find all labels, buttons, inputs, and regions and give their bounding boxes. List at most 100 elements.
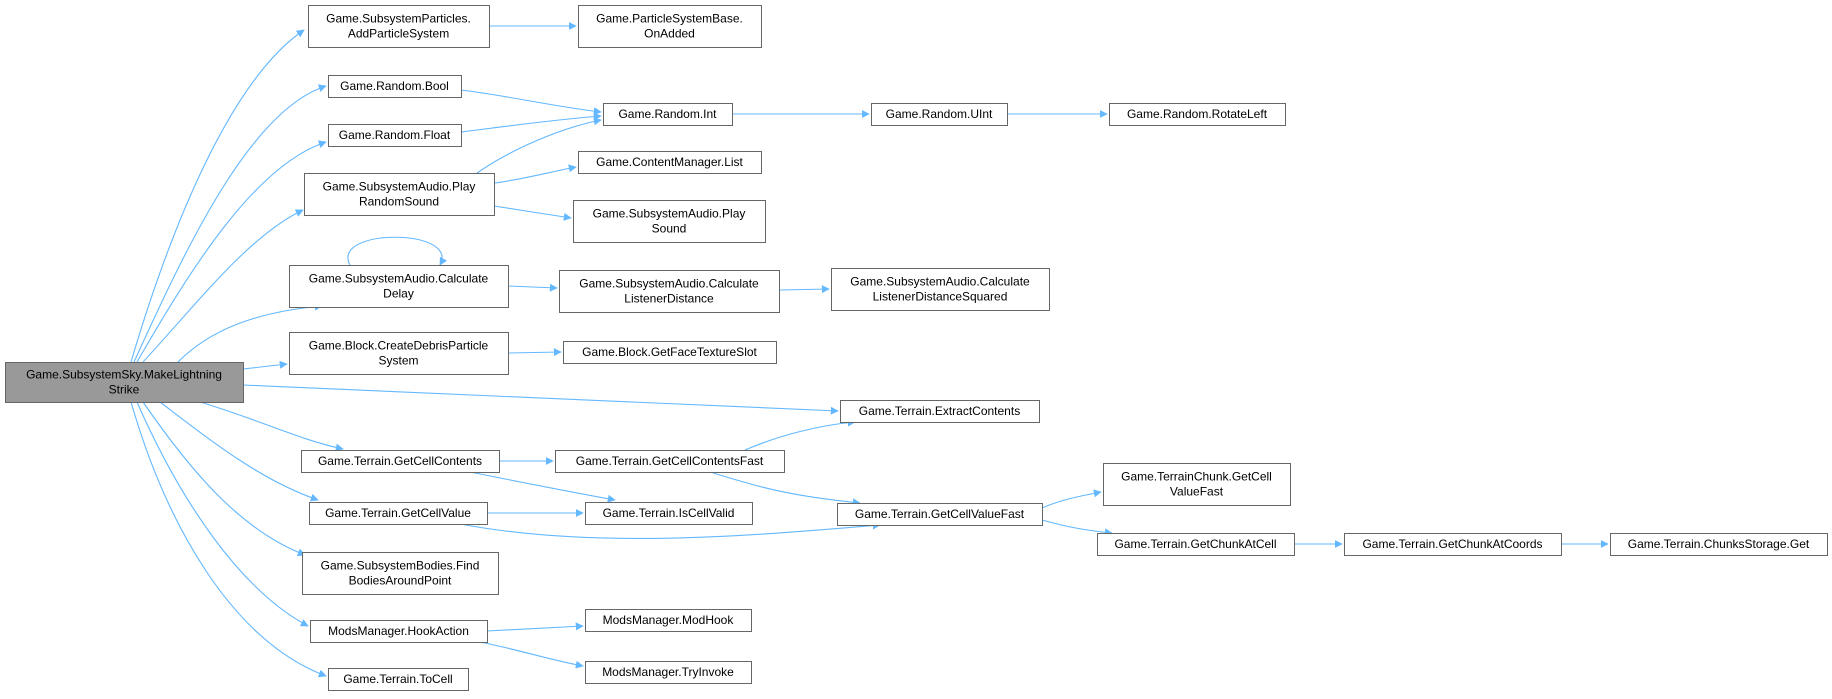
call-edge-n8-to-n9 — [493, 164, 577, 184]
node-label: Strike — [109, 383, 140, 397]
node-n2[interactable]: Game.ParticleSystemBase.OnAdded — [578, 5, 762, 48]
call-edge-n0-to-n30 — [130, 401, 327, 678]
node-n18[interactable]: Game.Terrain.GetCellContentsFast — [555, 450, 785, 473]
call-edges — [130, 22, 1609, 678]
node-label: ModsManager.TryInvoke — [602, 665, 734, 679]
node-n19[interactable]: Game.Terrain.GetCellValue — [309, 502, 488, 525]
node-label: BodiesAroundPoint — [349, 574, 452, 588]
call-edge-n3-to-n4 — [460, 89, 602, 116]
node-box — [840, 400, 1040, 423]
node-n16[interactable]: Game.Terrain.ExtractContents — [840, 400, 1040, 423]
node-n23[interactable]: Game.Terrain.GetChunkAtCell — [1097, 533, 1295, 556]
node-box — [289, 265, 509, 308]
node-n30[interactable]: Game.Terrain.ToCell — [328, 668, 469, 691]
node-label: OnAdded — [644, 27, 695, 41]
node-label: ListenerDistance — [624, 292, 714, 306]
node-box — [310, 620, 488, 643]
node-n28[interactable]: ModsManager.ModHook — [585, 609, 752, 632]
node-label: Game.SubsystemBodies.Find — [321, 559, 480, 573]
node-label: Game.Terrain.IsCellValid — [603, 506, 735, 520]
call-edge-n0-to-n17 — [199, 401, 344, 452]
function-nodes: Game.SubsystemSky.MakeLightningStrikeGam… — [5, 5, 1828, 691]
node-n12[interactable]: Game.SubsystemAudio.CalculateListenerDis… — [559, 270, 780, 313]
node-label: Game.Terrain.GetCellValue — [325, 506, 471, 520]
node-n3[interactable]: Game.Random.Bool — [328, 75, 462, 98]
node-box — [1344, 533, 1562, 556]
call-edge-n0-to-n14 — [242, 360, 288, 370]
node-box — [603, 103, 733, 126]
node-box — [328, 668, 469, 691]
node-label: Game.Terrain.GetCellContentsFast — [576, 454, 764, 468]
node-label: Game.Block.CreateDebrisParticle — [309, 339, 489, 353]
node-box — [573, 200, 766, 243]
node-box — [1109, 103, 1286, 126]
node-n15[interactable]: Game.Block.GetFaceTextureSlot — [563, 341, 777, 364]
node-label: Game.Terrain.GetChunkAtCoords — [1362, 537, 1542, 551]
node-n1[interactable]: Game.SubsystemParticles.AddParticleSyste… — [308, 5, 490, 48]
node-box — [585, 609, 752, 632]
node-box — [304, 173, 495, 216]
call-edge-n11-to-n12 — [507, 283, 558, 292]
node-label: Game.TerrainChunk.GetCell — [1121, 470, 1272, 484]
node-box — [1097, 533, 1295, 556]
call-edge-n8-to-n4 — [476, 117, 602, 174]
call-edge-n0-to-n8 — [142, 209, 304, 363]
node-label: RandomSound — [359, 195, 439, 209]
node-box — [585, 502, 753, 525]
node-label: Game.Random.Int — [618, 107, 717, 121]
node-box — [5, 362, 244, 403]
node-n22[interactable]: Game.TerrainChunk.GetCellValueFast — [1103, 463, 1291, 506]
call-edge-n0-to-n3 — [133, 84, 327, 363]
node-label: Game.SubsystemAudio.Calculate — [309, 272, 489, 286]
call-edge-n0-to-n27 — [136, 401, 309, 627]
node-label: Game.ContentManager.List — [596, 155, 743, 169]
node-n24[interactable]: Game.Terrain.GetChunkAtCoords — [1344, 533, 1562, 556]
node-label: Game.ParticleSystemBase. — [596, 12, 743, 26]
node-n20[interactable]: Game.Terrain.IsCellValid — [585, 502, 753, 525]
node-n5[interactable]: Game.Random.UInt — [871, 103, 1008, 126]
node-n13[interactable]: Game.SubsystemAudio.CalculateListenerDis… — [831, 268, 1050, 311]
call-edge-n14-to-n15 — [507, 348, 562, 357]
node-box — [559, 270, 780, 313]
node-n27[interactable]: ModsManager.HookAction — [310, 620, 488, 643]
node-label: Game.Block.GetFaceTextureSlot — [582, 345, 757, 359]
call-edge-n7-to-n4 — [460, 112, 602, 133]
call-edge-n8-to-n10 — [493, 205, 572, 221]
node-label: Game.Terrain.ChunksStorage.Get — [1628, 537, 1810, 551]
node-label: System — [378, 354, 418, 368]
node-n29[interactable]: ModsManager.TryInvoke — [585, 661, 752, 684]
node-box — [578, 151, 762, 174]
call-edge-n17-to-n20 — [469, 471, 616, 503]
node-n25[interactable]: Game.Terrain.ChunksStorage.Get — [1610, 533, 1828, 556]
call-edge-n21-to-n22 — [1041, 489, 1102, 509]
node-label: Game.Terrain.ToCell — [343, 672, 452, 686]
node-box — [289, 332, 509, 375]
node-n21[interactable]: Game.Terrain.GetCellValueFast — [837, 503, 1043, 526]
node-n17[interactable]: Game.Terrain.GetCellContents — [301, 450, 500, 473]
node-box — [837, 503, 1043, 526]
node-n9[interactable]: Game.ContentManager.List — [578, 151, 762, 174]
node-box — [328, 124, 462, 147]
node-n6[interactable]: Game.Random.RotateLeft — [1109, 103, 1286, 126]
call-edge-n0-to-n26 — [142, 401, 306, 557]
node-label: Game.Random.RotateLeft — [1127, 107, 1268, 121]
call-edge-n0-to-n16 — [242, 384, 839, 415]
node-label: Game.SubsystemParticles. — [326, 12, 471, 26]
node-label: Game.SubsystemAudio.Calculate — [579, 277, 759, 291]
node-box — [1103, 463, 1291, 506]
node-box — [563, 341, 777, 364]
node-n26[interactable]: Game.SubsystemBodies.FindBodiesAroundPoi… — [302, 552, 499, 595]
node-label: Game.SubsystemAudio.Calculate — [850, 275, 1030, 289]
node-label: Game.Terrain.ExtractContents — [859, 404, 1020, 418]
node-box — [308, 5, 490, 48]
call-edge-n0-to-n7 — [136, 140, 327, 363]
node-n7[interactable]: Game.Random.Float — [328, 124, 462, 147]
node-n4[interactable]: Game.Random.Int — [603, 103, 733, 126]
node-label: Game.Terrain.GetCellContents — [318, 454, 482, 468]
